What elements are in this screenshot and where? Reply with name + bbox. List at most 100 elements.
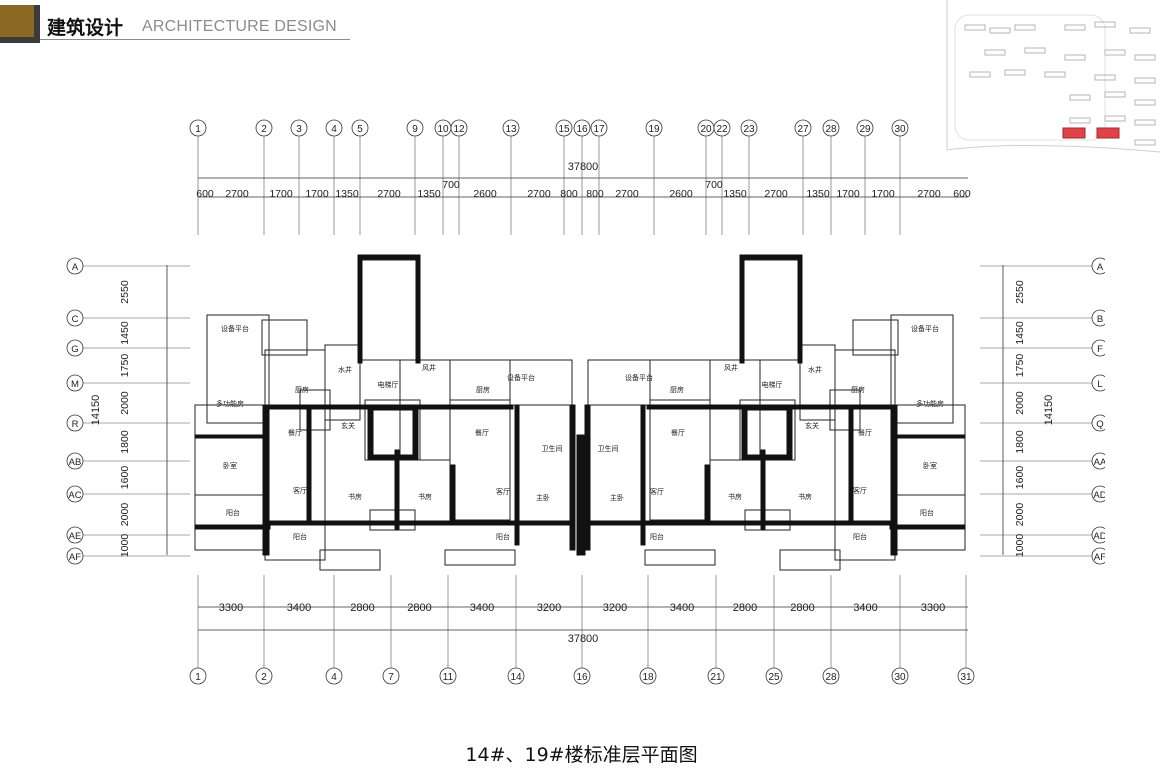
room-label-study: 书房 — [348, 492, 362, 501]
dim-bottom: 2800 — [733, 602, 757, 614]
dim-bottom: 3400 — [853, 602, 877, 614]
axis-label-left: A — [72, 262, 79, 273]
room-outline — [509, 359, 573, 406]
room-outline — [369, 509, 416, 531]
dim-vertical-left: 2000 — [119, 391, 131, 415]
wall — [367, 404, 419, 411]
dim-vertical-left: 1000 — [119, 534, 131, 558]
keyplan-building — [1134, 99, 1156, 106]
dim-top: 1350 — [335, 188, 359, 200]
room-label-foyer: 玄关 — [341, 421, 355, 430]
room-label-elevator_hall: 电梯厅 — [378, 380, 399, 389]
room-label-water_well: 水井 — [338, 365, 352, 374]
axis-label-top: 4 — [331, 124, 337, 135]
dim-top: 800 — [586, 188, 604, 200]
axis-label-top: 9 — [412, 124, 418, 135]
dim-top: 1700 — [836, 188, 860, 200]
total-depth-left: 14150 — [90, 395, 102, 426]
dim-vertical-right: 1750 — [1014, 354, 1026, 378]
total-width-bottom: 37800 — [568, 633, 599, 645]
room-label-dining: 餐厅 — [671, 428, 685, 437]
keyplan-building — [984, 49, 1006, 56]
dim-bottom: 3400 — [670, 602, 694, 614]
room-outline — [357, 259, 421, 361]
wall — [786, 404, 793, 461]
axis-label-top: 13 — [505, 124, 517, 135]
wall — [890, 404, 898, 556]
dim-top: 2700 — [917, 188, 941, 200]
room-label-elevator_hall: 电梯厅 — [762, 380, 783, 389]
dim-top: 1350 — [806, 188, 830, 200]
axis-label-top: 20 — [700, 124, 712, 135]
wall — [367, 404, 374, 461]
dim-vertical-left: 1800 — [119, 430, 131, 454]
axis-label-bottom: 2 — [261, 672, 267, 683]
room-outline — [587, 359, 651, 406]
keyplan-building — [1104, 91, 1126, 98]
dim-top: 700 — [442, 179, 460, 191]
room-label-bath: 卫生间 — [598, 444, 619, 453]
axis-label-bottom: 18 — [642, 672, 654, 683]
room-label-study: 书房 — [728, 492, 742, 501]
room-label-study: 书房 — [798, 492, 812, 501]
keyplan-building — [989, 27, 1011, 34]
axis-label-right: A — [1097, 262, 1104, 273]
wall — [580, 434, 586, 556]
dim-bottom: 3200 — [603, 602, 627, 614]
keyplan-building — [1129, 27, 1151, 34]
axis-label-top: 30 — [894, 124, 906, 135]
room-outline — [261, 319, 308, 356]
axis-label-left: AF — [69, 552, 81, 563]
room-label-foyer: 玄关 — [805, 421, 819, 430]
dim-bottom: 3400 — [470, 602, 494, 614]
keyplan-building — [1069, 94, 1091, 101]
wall — [357, 254, 363, 364]
room-label-multi_room: 多功能房 — [216, 399, 244, 408]
dim-top: 1700 — [305, 188, 329, 200]
dim-top: 2700 — [764, 188, 788, 200]
room-label-dining: 餐厅 — [858, 428, 872, 437]
room-label-multi_room: 多功能房 — [916, 399, 944, 408]
keyplan-building — [1104, 49, 1126, 56]
axis-label-bottom: 28 — [825, 672, 837, 683]
room-outline — [852, 319, 899, 356]
wall — [896, 434, 966, 439]
room-label-equip: 设备平台 — [625, 373, 653, 382]
keyplan-building — [1014, 24, 1036, 31]
axis-label-top: 3 — [296, 124, 302, 135]
dim-top: 2600 — [473, 188, 497, 200]
room-label-master_bed: 主卧 — [536, 493, 550, 502]
room-label-balcony: 阳台 — [650, 532, 664, 541]
room-outline — [894, 404, 966, 496]
room-outline — [829, 389, 861, 431]
dim-top: 1350 — [723, 188, 747, 200]
keyplan-building — [1094, 74, 1116, 81]
room-label-equip: 设备平台 — [221, 324, 249, 333]
axis-label-top: 12 — [453, 124, 465, 135]
wall — [194, 524, 271, 530]
axis-label-left: G — [71, 344, 78, 355]
dim-top: 600 — [953, 188, 971, 200]
room-label-kitchen: 厨房 — [295, 385, 309, 394]
wall — [262, 520, 574, 526]
keyplan-building — [1064, 54, 1086, 61]
dim-bottom: 3200 — [537, 602, 561, 614]
dim-bottom: 2800 — [407, 602, 431, 614]
room-label-kitchen: 厨房 — [670, 385, 684, 394]
room-label-living: 客厅 — [293, 486, 307, 495]
dim-top: 2700 — [225, 188, 249, 200]
room-label-kitchen: 厨房 — [851, 385, 865, 394]
wall — [889, 524, 966, 530]
room-label-balcony: 阳台 — [293, 532, 307, 541]
keyplan-highlight-19 — [1096, 127, 1120, 139]
room-label-living: 客厅 — [650, 487, 664, 496]
room-outline — [319, 549, 381, 571]
axis-label-bottom: 11 — [443, 672, 454, 683]
axis-label-left: AC — [68, 490, 81, 501]
keyplan-building — [1104, 115, 1126, 122]
axis-label-left: C — [72, 314, 79, 325]
dim-bottom: 3300 — [921, 602, 945, 614]
keyplan-highlight-14 — [1062, 127, 1086, 139]
dim-vertical-right: 2000 — [1014, 391, 1026, 415]
